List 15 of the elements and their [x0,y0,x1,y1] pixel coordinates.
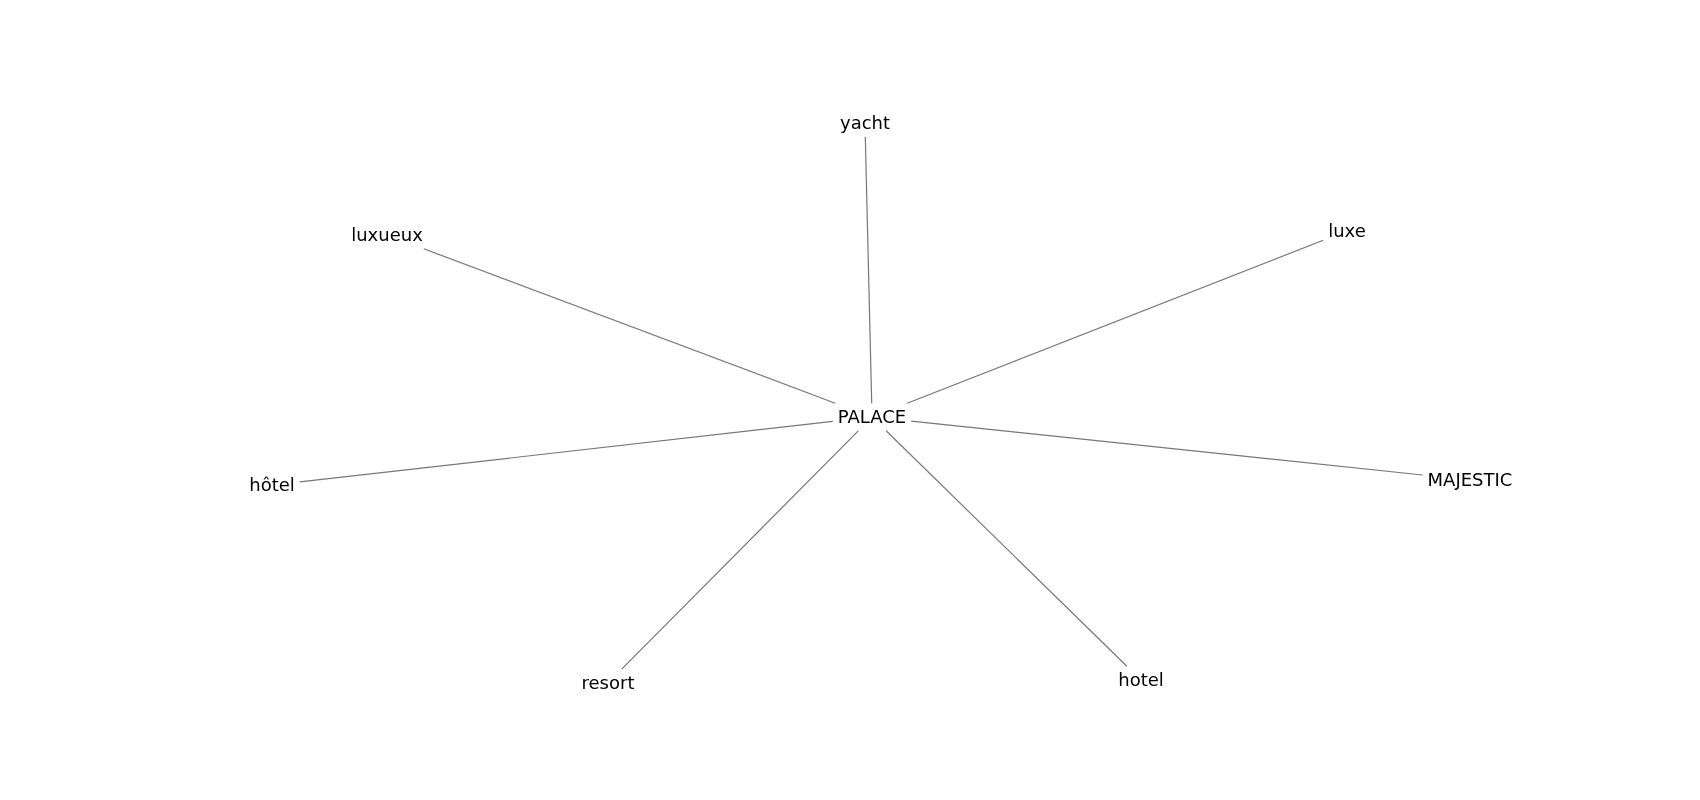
word-label: hôtel [246,473,298,497]
word-label: MAJESTIC [1424,468,1516,492]
word-label: PALACE [834,405,910,429]
connector-line [864,136,873,404]
connector-line [910,420,1424,476]
connector-line [423,248,836,404]
word-label: luxe [1325,219,1369,243]
connector-line [906,239,1324,404]
connector-line [885,430,1128,667]
connector-line [299,420,834,483]
word-label: luxueux [348,223,426,247]
word-label: resort [578,671,638,695]
word-label: yacht [837,111,893,135]
connector-line [621,430,859,670]
word-label: hotel [1115,668,1167,692]
